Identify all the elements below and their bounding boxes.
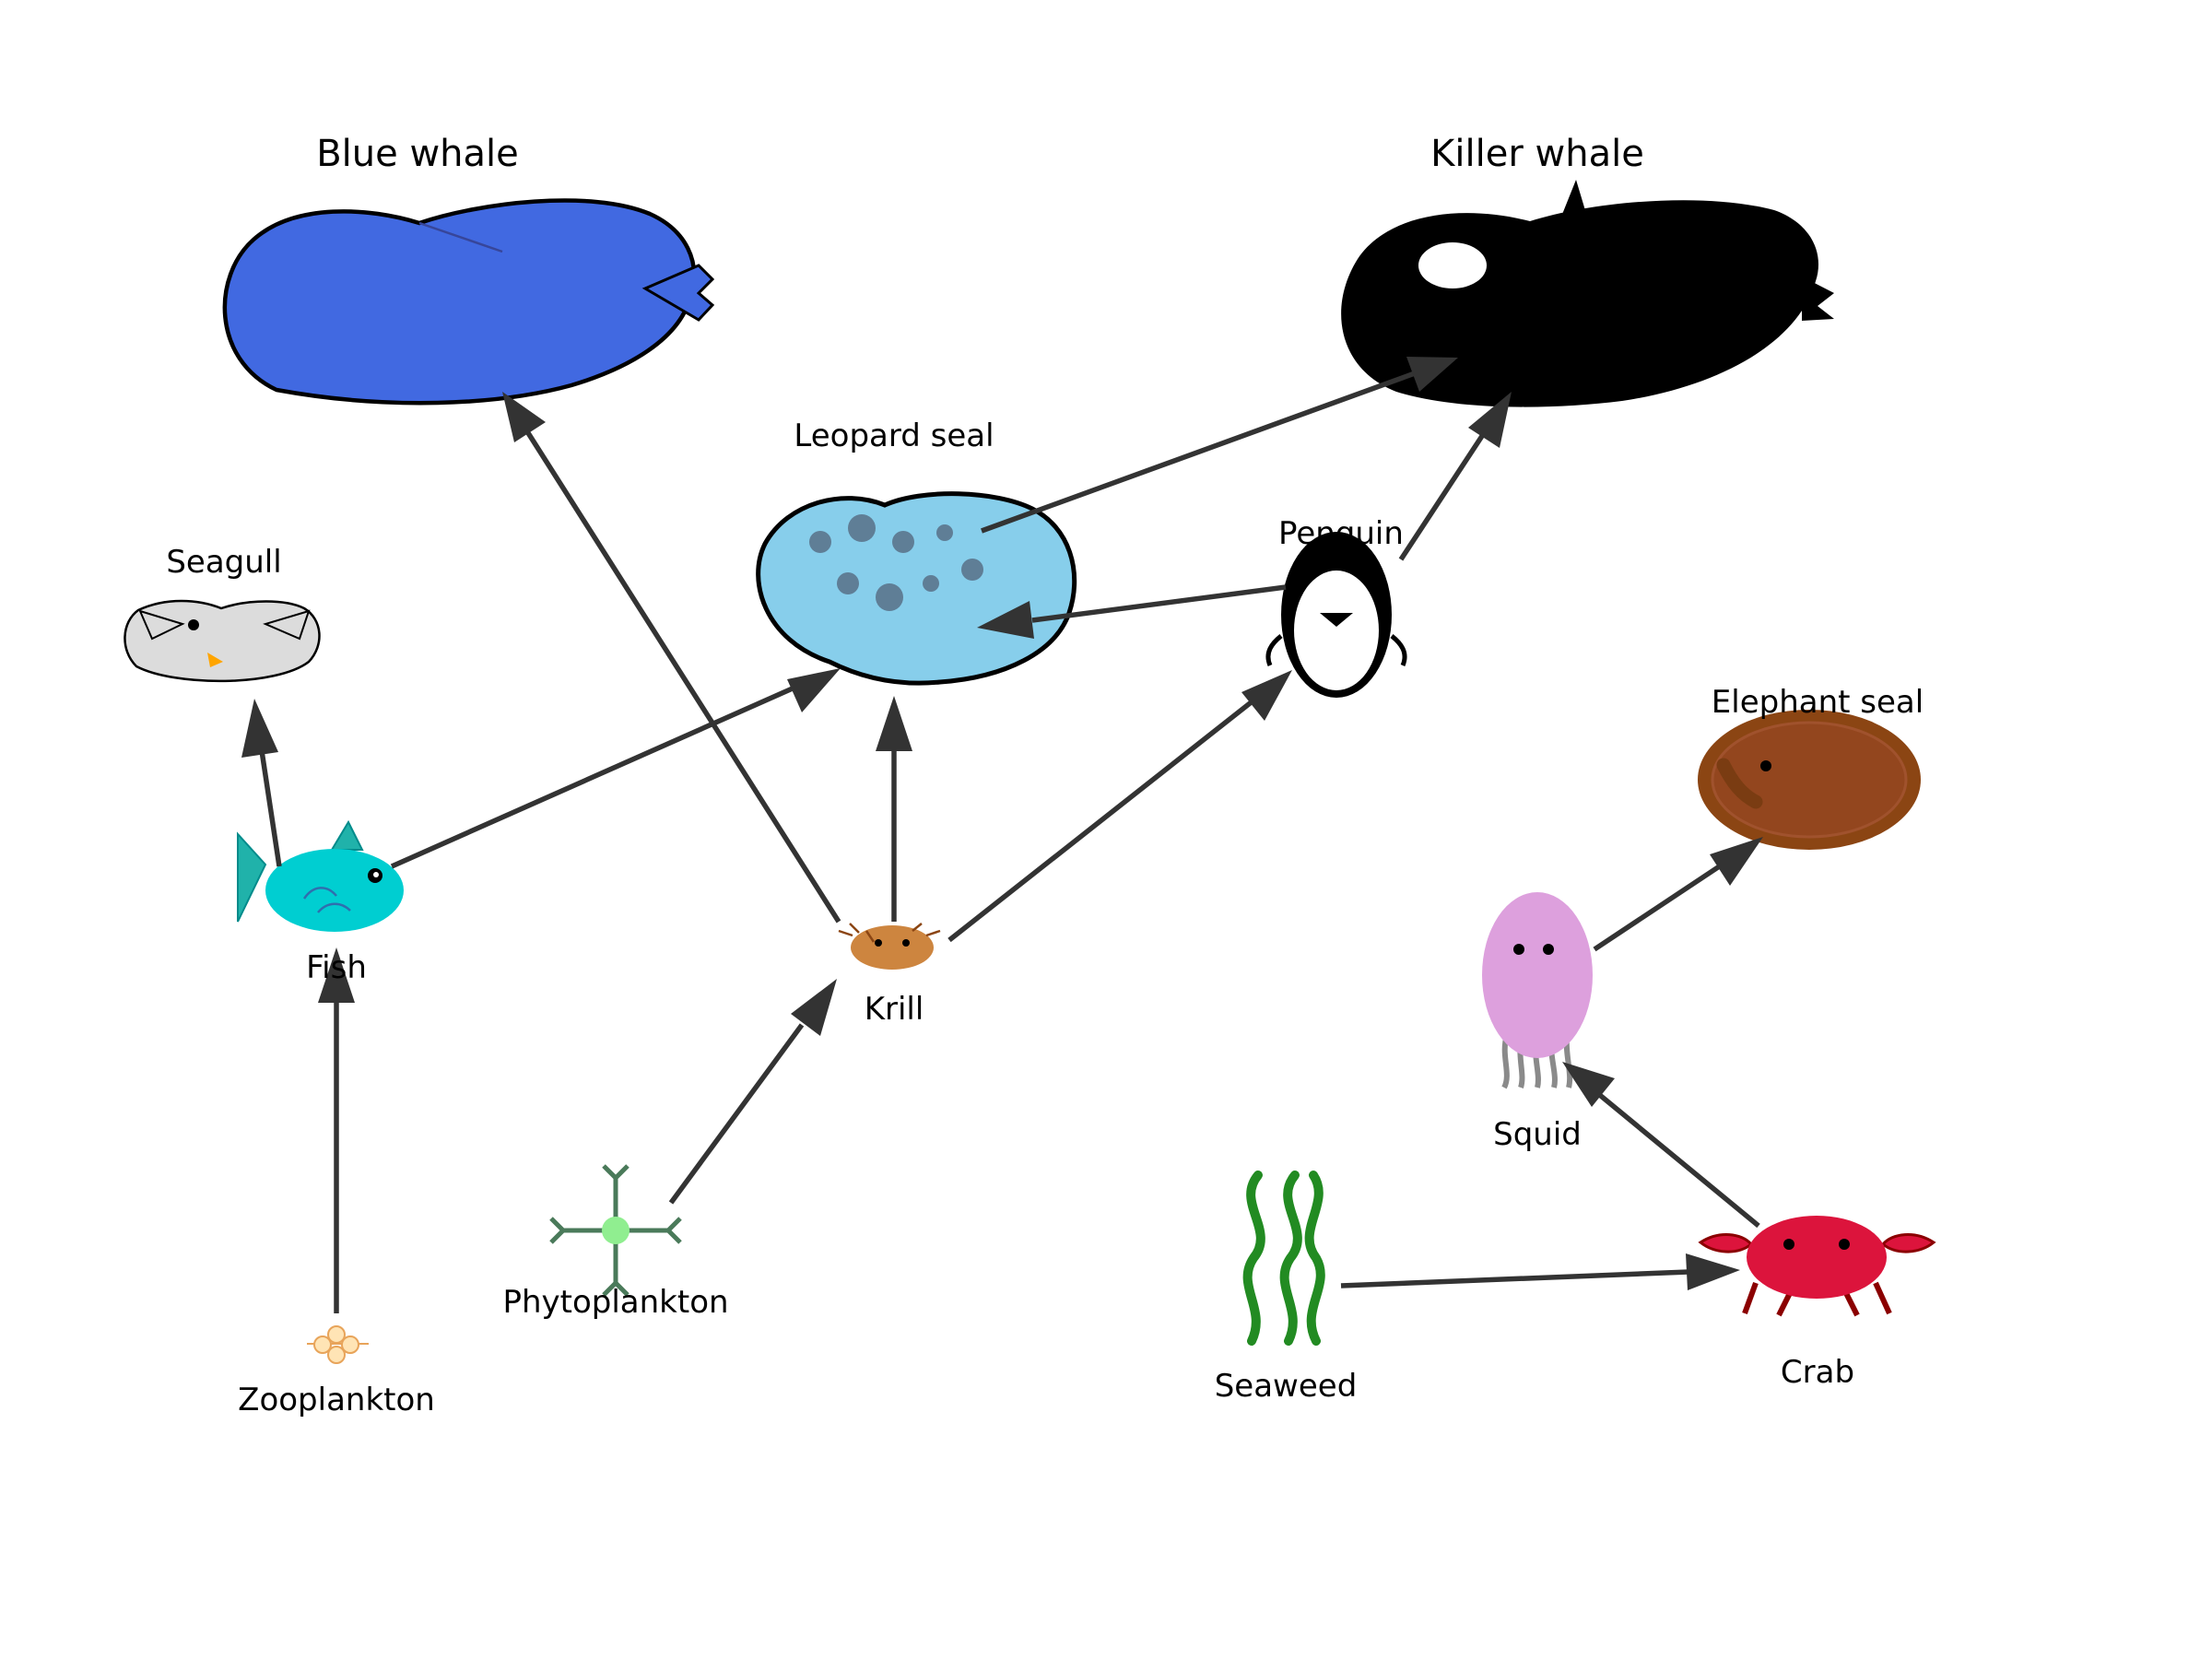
label-leopard-seal: Leopard seal — [794, 418, 994, 454]
arrow-phytoplankton-to-krill — [668, 979, 837, 1205]
label-blue-whale: Blue whale — [316, 133, 519, 175]
arrow-leopard-seal-to-killer-whale — [981, 357, 1458, 534]
arrow-zooplankton-to-fish — [318, 947, 355, 1313]
killer-whale-icon — [1341, 180, 1834, 407]
squid-icon — [1482, 892, 1593, 1089]
label-krill: Krill — [865, 991, 924, 1028]
arrow-krill-to-leopard-seal — [876, 696, 912, 922]
seaweed-icon — [1242, 1171, 1325, 1346]
zooplankton-icon — [307, 1325, 369, 1364]
arrow-krill-to-blue-whale — [502, 392, 841, 924]
arrow-crab-to-squid — [1562, 1062, 1760, 1229]
arrow-fish-to-leopard-seal — [390, 668, 841, 869]
arrow-fish-to-seagull — [241, 699, 282, 867]
label-penguin: Penguin — [1278, 515, 1404, 552]
leopard-seal-icon — [756, 491, 1077, 686]
label-phytoplankton: Phytoplankton — [502, 1284, 728, 1321]
label-elephant-seal: Elephant seal — [1712, 684, 1924, 721]
blue-whale-icon — [222, 198, 715, 406]
arrow-squid-to-elephant-seal — [1593, 837, 1763, 952]
label-seaweed: Seaweed — [1215, 1368, 1358, 1405]
arrow-penguin-to-killer-whale — [1398, 392, 1512, 561]
penguin-icon — [1265, 532, 1407, 698]
arrow-penguin-to-leopard-seal — [977, 584, 1287, 639]
arrows — [241, 357, 1763, 1313]
fish-icon — [237, 819, 404, 932]
arrow-seaweed-to-crab — [1340, 1253, 1740, 1290]
seagull-icon — [124, 599, 321, 683]
label-killer-whale: Killer whale — [1430, 133, 1644, 175]
label-fish: Fish — [306, 949, 367, 986]
krill-icon — [838, 923, 941, 970]
elephant-seal-icon — [1698, 710, 1921, 850]
label-crab: Crab — [1781, 1354, 1854, 1391]
crab-icon — [1698, 1216, 1936, 1317]
label-zooplankton: Zooplankton — [238, 1382, 435, 1418]
label-seagull: Seagull — [166, 544, 281, 581]
label-squid: Squid — [1493, 1116, 1582, 1153]
arrow-krill-to-penguin — [947, 670, 1292, 943]
phytoplankton-icon — [549, 1164, 682, 1297]
labels: Blue whale Killer whale Leopard seal Sea… — [166, 133, 1924, 1418]
